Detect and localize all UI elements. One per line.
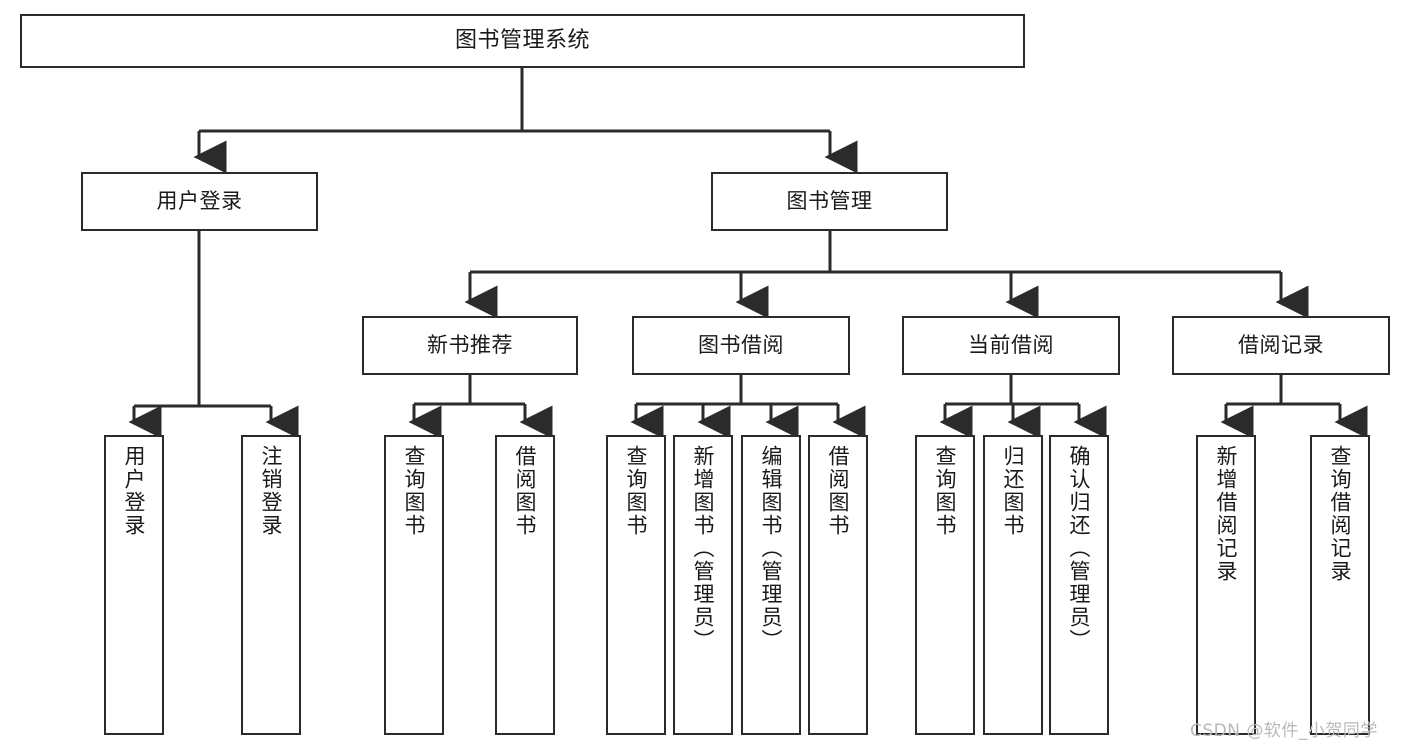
leaf-borrow-book-recommend[interactable]: 借阅图书 [495,435,555,735]
node-new-book-recommend[interactable]: 新书推荐 [362,316,578,375]
node-current-borrow[interactable]: 当前借阅 [902,316,1120,375]
leaf-borrow-book-borrow[interactable]: 借阅图书 [808,435,868,735]
leaf-query-book-borrow[interactable]: 查询图书 [606,435,666,735]
node-label: 查询图书 [933,445,958,537]
leaf-query-book-recommend[interactable]: 查询图书 [384,435,444,735]
node-label: 新书推荐 [427,333,513,358]
node-label: 确认归还（管理员） [1067,445,1092,652]
node-book-management[interactable]: 图书管理 [711,172,948,231]
node-label: 新增图书（管理员） [691,445,716,652]
node-label: 借阅图书 [826,445,851,537]
node-label: 用户登录 [122,445,147,537]
node-book-borrow[interactable]: 图书借阅 [632,316,850,375]
node-label: 图书借阅 [698,333,784,358]
node-label: 当前借阅 [968,333,1054,358]
node-label: 用户登录 [156,189,243,214]
node-label: 查询图书 [624,445,649,537]
leaf-query-borrow-record[interactable]: 查询借阅记录 [1310,435,1370,735]
leaf-confirm-return-admin[interactable]: 确认归还（管理员） [1049,435,1109,735]
node-label: 编辑图书（管理员） [759,445,784,652]
node-borrow-record[interactable]: 借阅记录 [1172,316,1390,375]
node-label: 查询图书 [402,445,427,537]
leaf-query-book-current[interactable]: 查询图书 [915,435,975,735]
leaf-add-book-admin[interactable]: 新增图书（管理员） [673,435,733,735]
node-label: 图书管理 [786,189,873,214]
node-label: 借阅图书 [513,445,538,537]
node-root-system[interactable]: 图书管理系统 [20,14,1025,68]
leaf-edit-book-admin[interactable]: 编辑图书（管理员） [741,435,801,735]
node-label: 新增借阅记录 [1214,445,1239,583]
node-label: 借阅记录 [1238,333,1324,358]
leaf-logout-login[interactable]: 注销登录 [241,435,301,735]
watermark: CSDN @软件_小贺同学 [1190,721,1378,741]
node-label: 注销登录 [259,445,284,537]
node-label: 查询借阅记录 [1328,445,1353,583]
node-user-login[interactable]: 用户登录 [81,172,318,231]
leaf-return-book[interactable]: 归还图书 [983,435,1043,735]
leaf-user-login[interactable]: 用户登录 [104,435,164,735]
leaf-add-borrow-record[interactable]: 新增借阅记录 [1196,435,1256,735]
node-label: 归还图书 [1001,445,1026,537]
node-label: 图书管理系统 [454,28,590,54]
